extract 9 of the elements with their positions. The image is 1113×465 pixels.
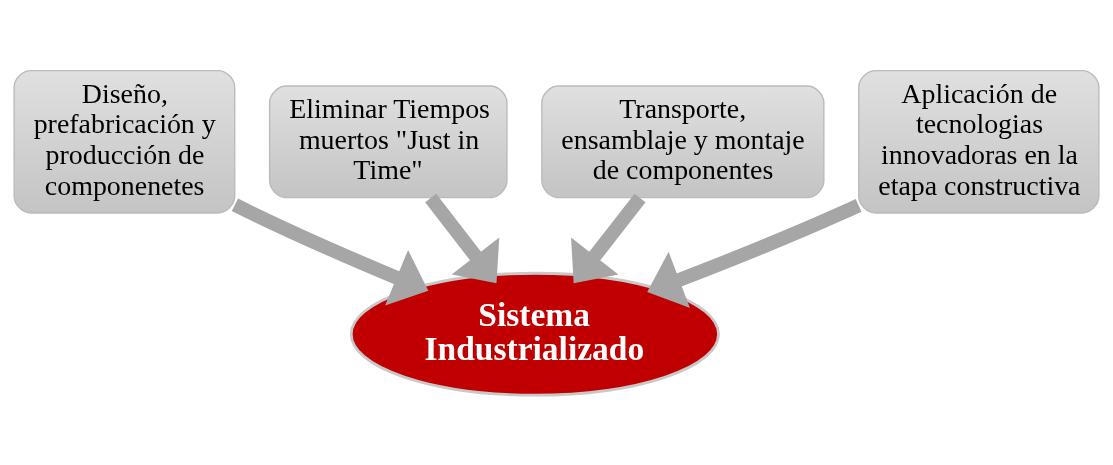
arrow (231, 198, 429, 305)
arrow (647, 198, 862, 308)
node-ellipse: Sistema Industrializado (349, 271, 720, 397)
node-box: Aplicación de tecnologias innovadoras en la etapa constructiva (858, 69, 1100, 214)
node-box: Transporte, ensamblaje y montaje de componentes (541, 84, 825, 198)
arrow (425, 193, 500, 283)
arrow (571, 193, 646, 283)
node-box: Diseño, prefabricación y producción de componenetes (13, 69, 236, 214)
node-box: Eliminar Tiempos muertos "Just in Time" (268, 84, 508, 198)
